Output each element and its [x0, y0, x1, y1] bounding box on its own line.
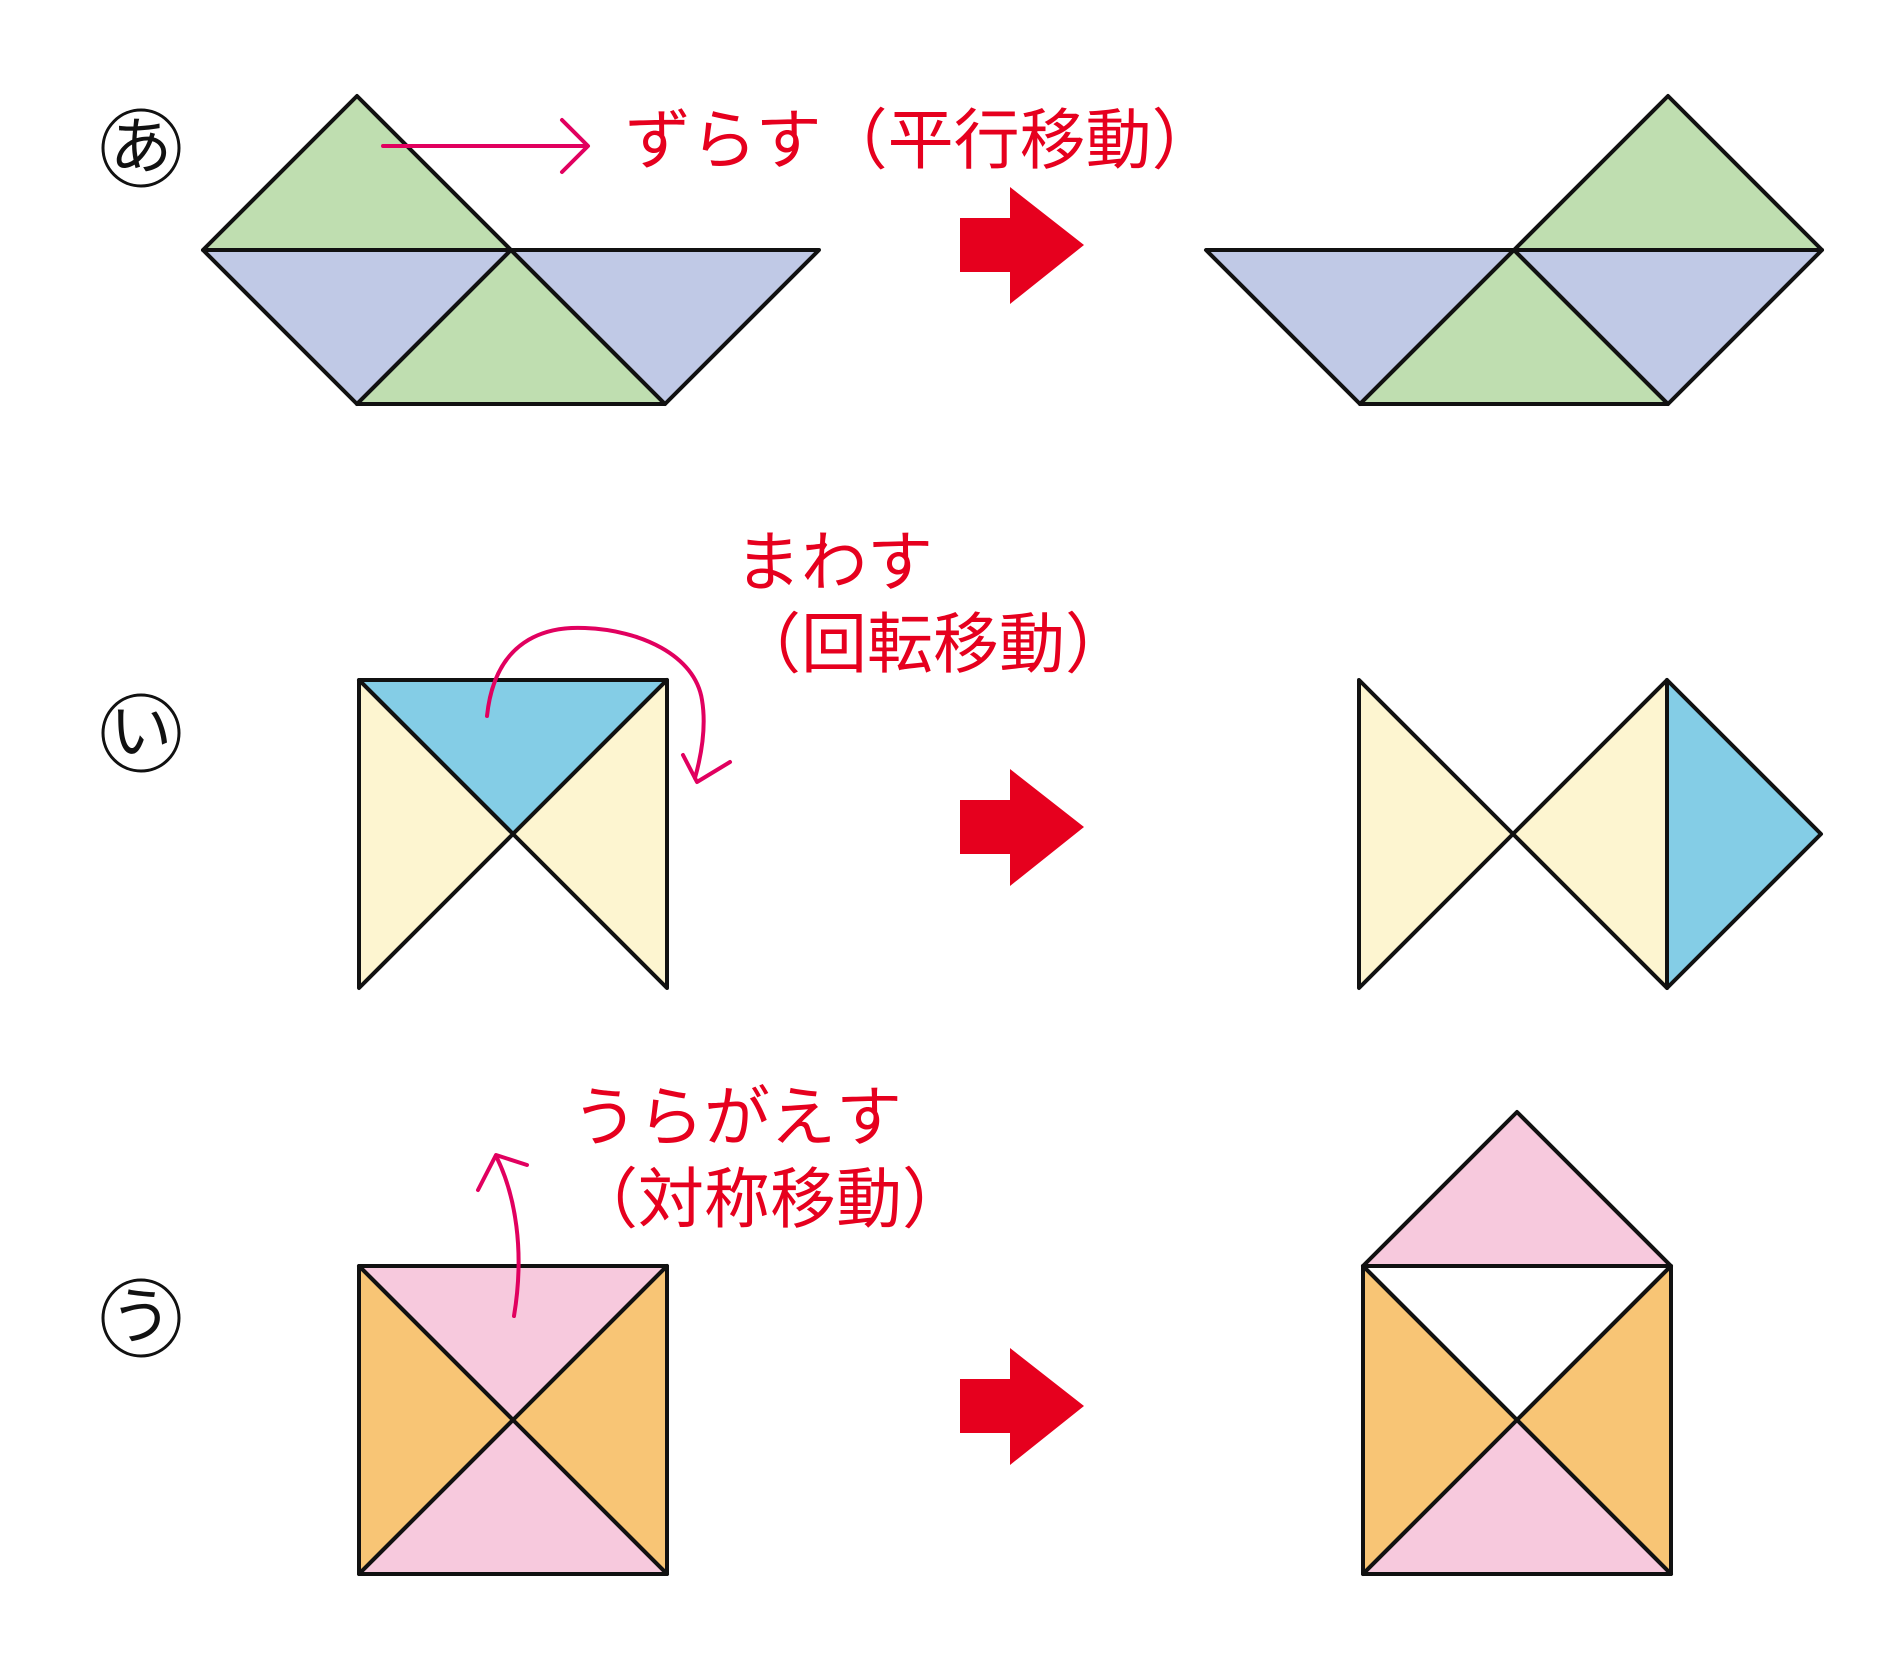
- figure-after-slide: [1204, 94, 1824, 406]
- pink-triangle-flipped: [1361, 1110, 1673, 1268]
- flip-arrow-head: [476, 1153, 529, 1192]
- blue-triangle-rotated: [1665, 678, 1823, 990]
- rotate-arrow-curve: [485, 625, 706, 780]
- rotate-arrow: [485, 625, 732, 784]
- marker-circle: [101, 693, 181, 773]
- flip-arrow: [476, 1153, 529, 1318]
- cream-triangle-left: [1357, 678, 1515, 990]
- green-triangle-top: [1512, 94, 1824, 252]
- cream-triangle-left: [357, 678, 515, 990]
- cream-triangle-right: [511, 678, 669, 990]
- cream-triangle-middle: [1511, 678, 1669, 990]
- figure-after-rotate: [1357, 678, 1823, 990]
- row-marker-text: あ: [110, 110, 172, 183]
- row-rotate: い まわす （回転移動）: [101, 524, 1823, 990]
- rotate-label-line-1: まわす: [735, 524, 933, 601]
- slide-arrow-head: [560, 118, 590, 174]
- marker-circle: [101, 1278, 181, 1358]
- rotate-arrow-head: [681, 753, 732, 784]
- flip-arrow-curve: [495, 1156, 521, 1318]
- flip-label-line-2: （対称移動）: [572, 1161, 968, 1238]
- green-triangle-top: [201, 94, 513, 252]
- result-arrow-flip: [960, 1348, 1084, 1465]
- row-marker-a: あ: [101, 108, 181, 188]
- marker-circle: [101, 108, 181, 188]
- row-marker-text: い: [110, 695, 172, 768]
- slide-arrow: [381, 118, 590, 174]
- row-marker-text: う: [110, 1280, 172, 1353]
- result-arrow-slide: [960, 187, 1084, 304]
- slide-label: ずらす（平行移動）: [625, 102, 1218, 179]
- figure-before-rotate: [357, 678, 669, 990]
- figure-before-slide: [201, 94, 821, 406]
- row-slide: あ ずらす（平行移動）: [101, 94, 1824, 406]
- pink-triangle-bottom: [357, 1418, 669, 1576]
- row-flip: う うらがえす （対称移動）: [101, 1079, 1673, 1576]
- rotate-label-line-2: （回転移動）: [735, 606, 1131, 683]
- figure-after-flip: [1361, 1110, 1673, 1576]
- flip-label-line-1: うらがえす: [572, 1079, 902, 1156]
- pink-triangle-bottom: [1361, 1418, 1673, 1576]
- blue-triangle-right: [509, 248, 821, 406]
- row-marker-u: う: [101, 1278, 181, 1358]
- row-marker-i: い: [101, 693, 181, 773]
- figure-before-flip: [357, 1264, 669, 1576]
- result-arrow-rotate: [960, 769, 1084, 886]
